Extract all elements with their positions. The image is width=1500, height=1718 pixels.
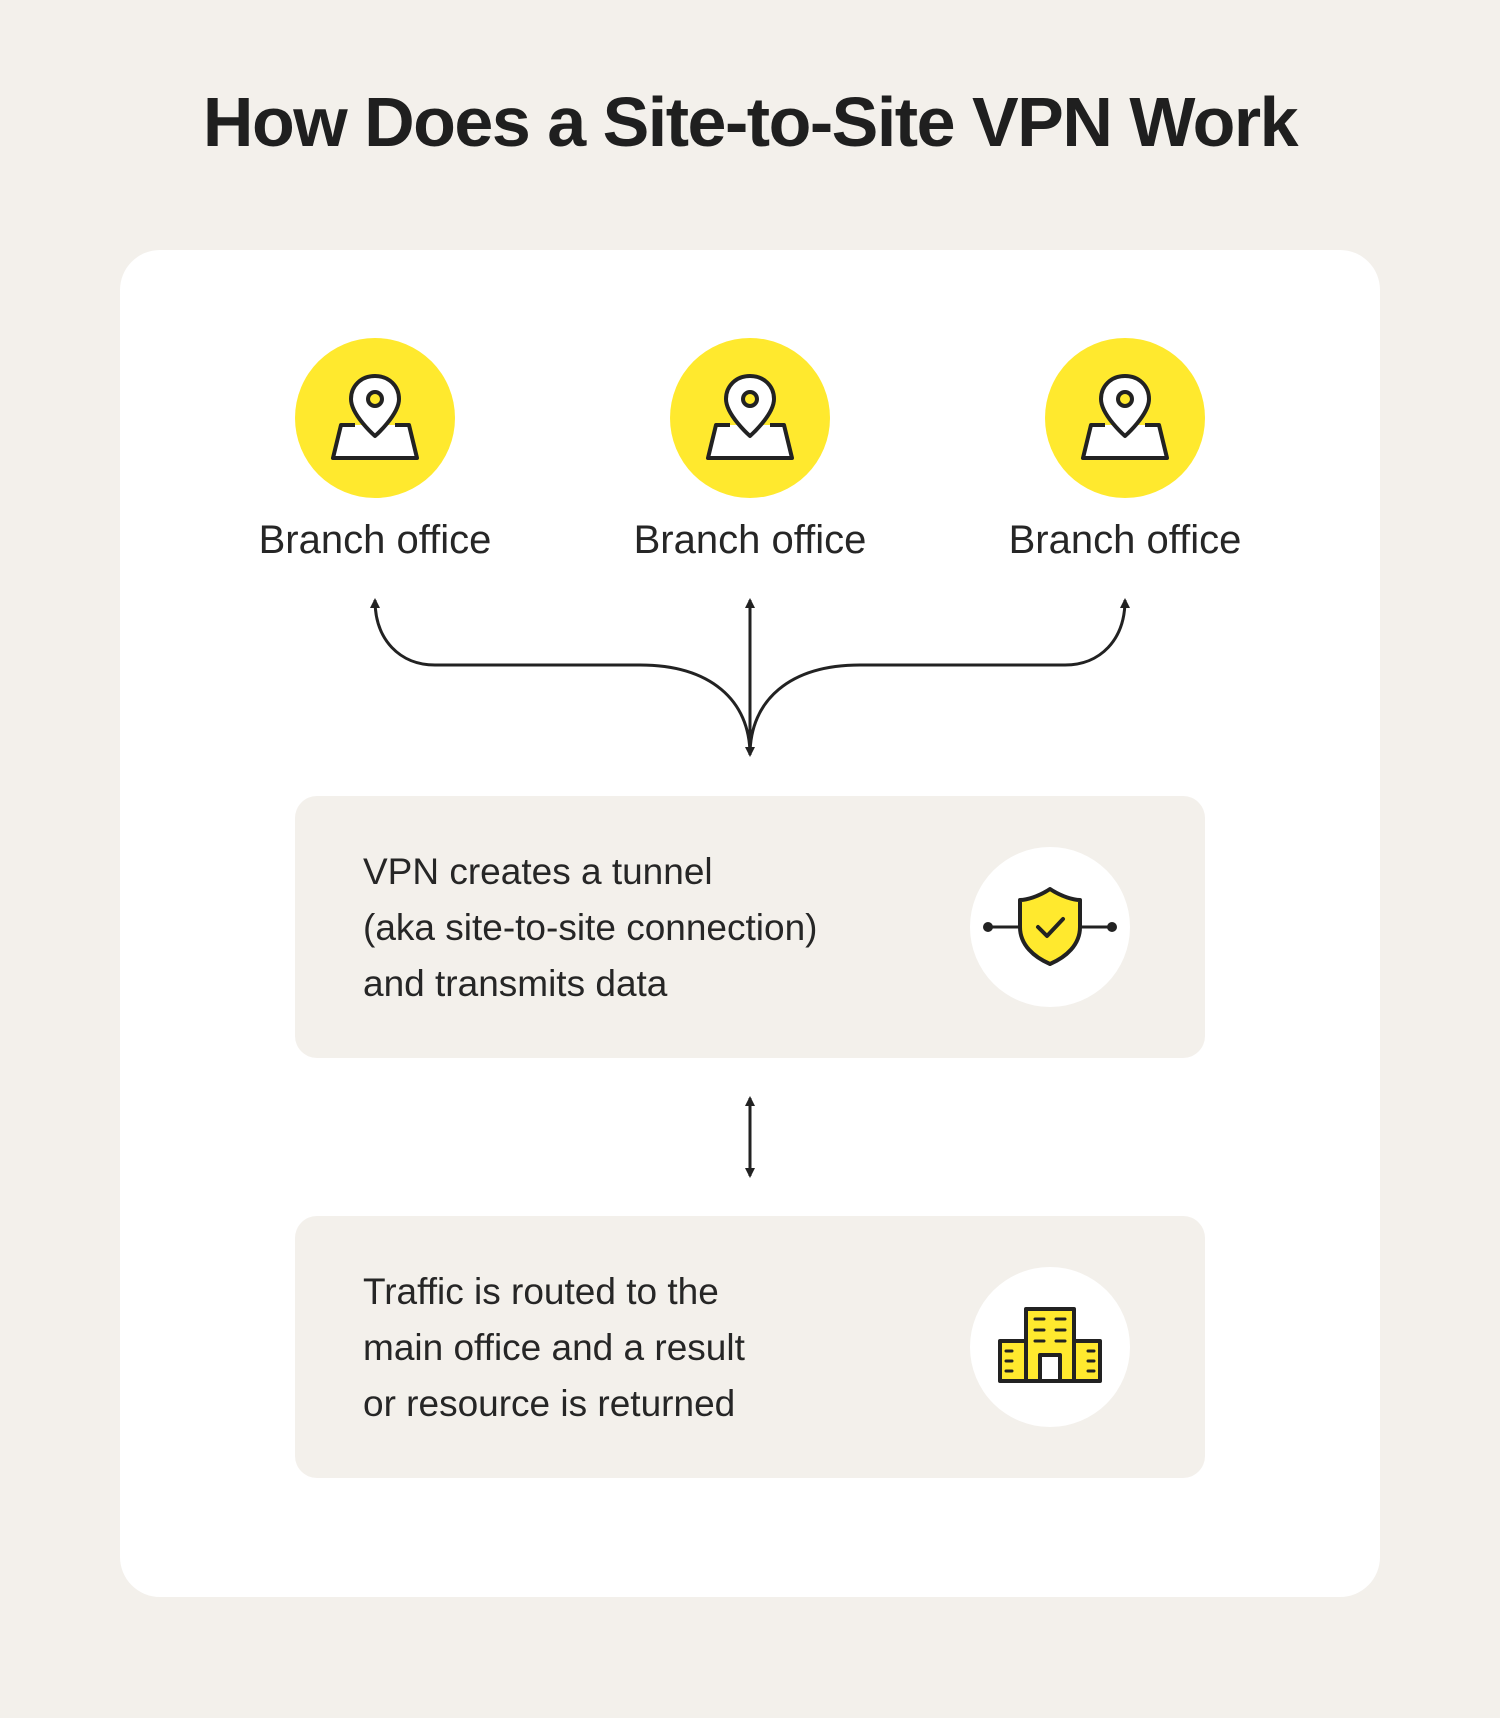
branch-office-2: Branch office [600,338,900,563]
connector-left [370,598,752,756]
connector-right [748,598,1130,756]
branch-office-1: Branch office [225,338,525,563]
text-line: main office and a result [363,1327,745,1368]
main-office-box: Traffic is routed to the main office and… [295,1216,1205,1478]
shield-check-icon [983,887,1117,966]
page-title: How Does a Site-to-Site VPN Work [202,83,1299,161]
text-line: (aka site-to-site connection) [363,907,818,948]
office-label: Branch office [633,518,867,562]
map-pin-icon [1081,374,1169,460]
vpn-tunnel-box: VPN creates a tunnel (aka site-to-site c… [295,796,1205,1058]
office-circle [1045,338,1205,498]
office-circle [295,338,455,498]
office-label: Branch office [1008,518,1242,562]
branch-office-3: Branch office [975,338,1275,563]
shield-icon-circle [970,847,1130,1007]
main-office-text: Traffic is routed to the main office and… [363,1264,963,1432]
text-line: Traffic is routed to the [363,1271,719,1312]
office-circle [670,338,830,498]
office-label: Branch office [258,518,492,562]
text-line: or resource is returned [363,1383,736,1424]
map-pin-icon [706,374,794,460]
building-icon-circle [970,1267,1130,1427]
vpn-tunnel-text: VPN creates a tunnel (aka site-to-site c… [363,844,963,1012]
office-building-icon [998,1307,1102,1383]
text-line: VPN creates a tunnel [363,851,713,892]
map-pin-icon [331,374,419,460]
text-line: and transmits data [363,963,668,1004]
